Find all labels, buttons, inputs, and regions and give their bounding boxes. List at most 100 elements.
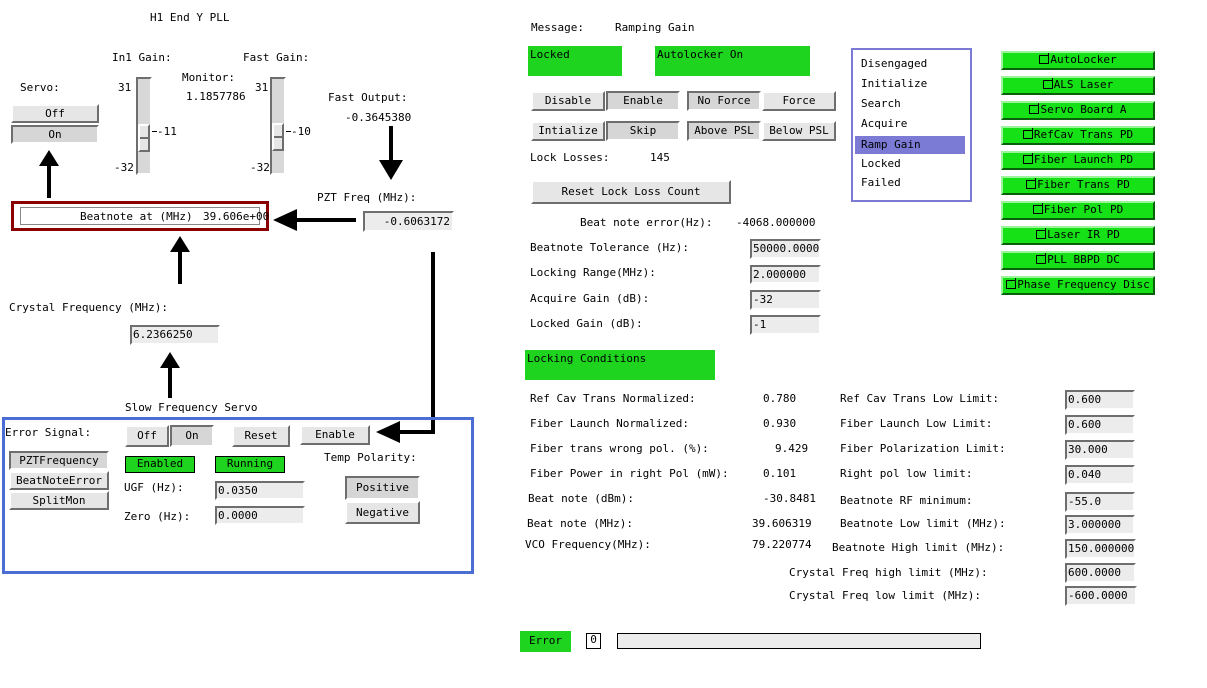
nav-button-label: PLL BBPD DC [1047,253,1120,266]
nav-button-label: ALS Laser [1053,78,1114,91]
limit-field[interactable]: 150.000000 [1065,539,1136,559]
limit-field[interactable]: 0.040 [1065,465,1135,485]
fast-gain-max: 31 [255,81,269,94]
crystal-frequency-value: 6.2366250 [130,325,220,345]
servo-off-button[interactable]: Off [11,104,99,123]
in1-gain-slider-thumb[interactable] [138,124,150,152]
autolocker-indicator: Autolocker On [655,46,810,76]
limit-field[interactable]: -600.0000 [1065,586,1137,606]
error-indicator: Error [520,631,571,652]
crystal-arrow-shaft [178,250,182,284]
nav-fiber-launch-pd-button[interactable]: Fiber Launch PD [1001,151,1155,170]
nav-fiber-pol-pd-button[interactable]: Fiber Pol PD [1001,201,1155,220]
servo-on-button[interactable]: On [11,125,99,144]
reading-label: Beat note (MHz): [527,517,633,530]
locked-gain-field[interactable]: -1 [750,315,821,335]
slow-servo-arrow-head [160,352,180,368]
nav-autolocker-button[interactable]: AutoLocker [1001,51,1155,70]
in1-gain-label: In1 Gain: [112,51,172,64]
message-value: Ramping Gain [615,21,695,34]
window-icon [1022,128,1033,139]
skip-button[interactable]: Skip [606,121,680,141]
limit-field[interactable]: 3.000000 [1065,515,1135,535]
nav-als-laser-button[interactable]: ALS Laser [1001,76,1155,95]
beatnote-display: Beatnote at (MHz) 39.606e+00 [20,207,269,225]
above-psl-button[interactable]: Above PSL [687,121,761,141]
window-icon [1022,153,1033,164]
window-icon [1029,103,1040,114]
fast-output-arrow-shaft [389,126,393,162]
lock-losses-value: 145 [650,151,670,164]
nav-button-label: Fiber Trans PD [1037,178,1130,191]
limit-field[interactable]: 600.0000 [1065,563,1136,583]
fast-gain-slider[interactable] [270,77,286,175]
limit-field[interactable]: 30.000 [1065,440,1135,460]
state-locked: Locked [861,157,901,170]
positive-button[interactable]: Positive [345,476,420,500]
nav-button-label: Servo Board A [1040,103,1127,116]
zero-field[interactable]: 0.0000 [215,506,305,525]
error-signal-beatnoteerror[interactable]: BeatNoteError [9,471,109,490]
pzt-enable-arrow-vertical [431,252,435,434]
slow-servo-enable-button[interactable]: Enable [300,425,370,445]
limit-label: Fiber Launch Low Limit: [840,417,993,430]
temp-polarity-label: Temp Polarity: [324,451,417,464]
locking-conditions-header: Locking Conditions [525,350,715,380]
state-list: Disengaged Initialize Search Acquire Ram… [851,48,972,202]
state-disengaged: Disengaged [861,57,928,70]
nav-servo-board-a-button[interactable]: Servo Board A [1001,101,1155,120]
fast-gain-slider-thumb[interactable] [272,123,284,151]
reset-lock-loss-button[interactable]: Reset Lock Loss Count [531,180,731,204]
nav-button-label: Fiber Launch PD [1033,153,1134,166]
servo-arrow-head [39,150,59,166]
nav-phase-frequency-disc-button[interactable]: Phase Frequency Disc [1001,276,1155,295]
beat-note-error-label: Beat note error(Hz): [580,216,713,229]
acquire-gain-field[interactable]: -32 [750,290,821,310]
beat-note-error-value: -4068.000000 [736,216,816,229]
no-force-button[interactable]: No Force [687,91,761,111]
error-signal-pztfrequency[interactable]: PZTFrequency [9,451,109,470]
fast-gain-min: -32 [250,161,270,174]
reading-value: 9.429 [775,442,809,455]
window-icon [1006,278,1017,289]
slow-servo-on-button[interactable]: On [170,425,214,447]
locked-gain-label: Locked Gain (dB): [530,317,643,330]
reading-value: 0.101 [763,467,797,480]
fast-gain-label: Fast Gain: [243,51,310,64]
locking-range-label: Locking Range(MHz): [530,266,656,279]
message-label: Message: [531,21,584,34]
locking-range-field[interactable]: 2.000000 [750,265,821,284]
nav-fiber-trans-pd-button[interactable]: Fiber Trans PD [1001,176,1155,195]
in1-gain-value: -11 [157,125,177,138]
nav-laser-ir-pd-button[interactable]: Laser IR PD [1001,226,1155,245]
in1-gain-tick [152,131,157,132]
nav-refcav-trans-pd-button[interactable]: RefCav Trans PD [1001,126,1155,145]
fast-output-arrow-head [379,160,403,180]
initialize-button[interactable]: Intialize [531,121,605,141]
in1-gain-slider[interactable] [136,77,152,175]
enable-button[interactable]: Enable [606,91,680,111]
limit-field[interactable]: 0.600 [1065,415,1135,435]
negative-button[interactable]: Negative [345,501,420,524]
reading-label: Ref Cav Trans Normalized: [530,392,696,405]
running-badge: Running [215,456,285,473]
limit-label: Right pol low limit: [840,467,973,480]
slow-servo-reset-button[interactable]: Reset [232,425,290,447]
state-initialize: Initialize [861,77,928,90]
error-signal-splitmon[interactable]: SplitMon [9,491,109,510]
reading-value: -30.8481 [763,492,816,505]
locked-indicator: Locked [528,46,622,76]
disable-button[interactable]: Disable [531,91,605,111]
beatnote-tolerance-field[interactable]: 50000.00000 [750,239,821,259]
ugf-label: UGF (Hz): [124,481,184,494]
ugf-field[interactable]: 0.0350 [215,481,305,500]
limit-field[interactable]: 0.600 [1065,390,1135,410]
pzt-enable-arrow-shaft [400,430,435,434]
below-psl-button[interactable]: Below PSL [762,121,836,141]
crystal-arrow-head [170,236,190,252]
force-button[interactable]: Force [762,91,836,111]
slow-servo-off-button[interactable]: Off [125,425,169,447]
limit-field[interactable]: -55.0 [1065,492,1135,512]
nav-pll-bbpd-dc-button[interactable]: PLL BBPD DC [1001,251,1155,270]
slow-servo-arrow-shaft [168,366,172,398]
